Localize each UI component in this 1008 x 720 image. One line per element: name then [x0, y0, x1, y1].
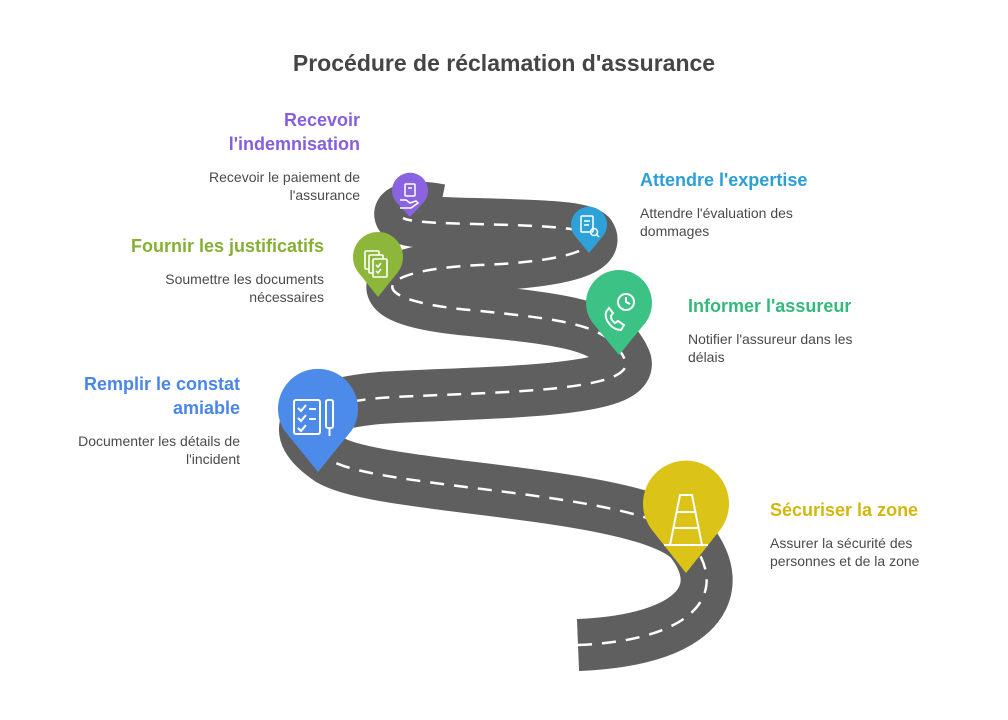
step-recevoir: Recevoir l'indemnisation Recevoir le pai… [160, 108, 360, 204]
step-informer: Informer l'assureur Notifier l'assureur … [688, 294, 888, 366]
step-remplir: Remplir le constat amiable Documenter le… [40, 372, 240, 468]
step-heading: Attendre l'expertise [640, 170, 808, 190]
traffic-cone-icon [664, 494, 708, 546]
pin-step-6 [392, 172, 428, 217]
payment-hand-icon [400, 183, 420, 209]
step-heading: Recevoir l'indemnisation [228, 110, 360, 154]
step-description: Recevoir le paiement de l'assurance [209, 169, 360, 203]
step-description: Notifier l'assureur dans les délais [688, 331, 853, 365]
step-heading: Fournir les justificatifs [130, 236, 324, 256]
checklist-pen-icon [293, 399, 334, 436]
phone-clock-icon [604, 293, 635, 332]
step-description: Assurer la sécurité des personnes et de … [770, 535, 920, 569]
documents-icon [364, 250, 388, 278]
step-fournir: Fournir les justificatifs Soumettre les … [124, 234, 324, 306]
step-description: Documenter les détails de l'incident [78, 433, 240, 467]
step-heading: Informer l'assureur [688, 296, 852, 316]
pin-step-4 [352, 232, 403, 297]
pin-step-5 [571, 206, 607, 253]
step-heading: Sécuriser la zone [770, 500, 919, 520]
page-title: Procédure de réclamation d'assurance [292, 50, 716, 76]
step-description: Attendre l'évaluation des dommages [640, 205, 793, 239]
pin-step-3 [585, 270, 652, 355]
road-center-line [303, 216, 708, 647]
step-attendre: Attendre l'expertise Attendre l'évaluati… [640, 168, 840, 240]
document-search-icon [580, 215, 600, 238]
step-heading: Remplir le constat amiable [83, 374, 240, 418]
pin-step-2 [278, 368, 358, 472]
step-description: Soumettre les documents nécessaires [165, 271, 324, 305]
pin-step-1 [643, 460, 729, 573]
step-securiser: Sécuriser la zone Assurer la sécurité de… [770, 498, 970, 570]
